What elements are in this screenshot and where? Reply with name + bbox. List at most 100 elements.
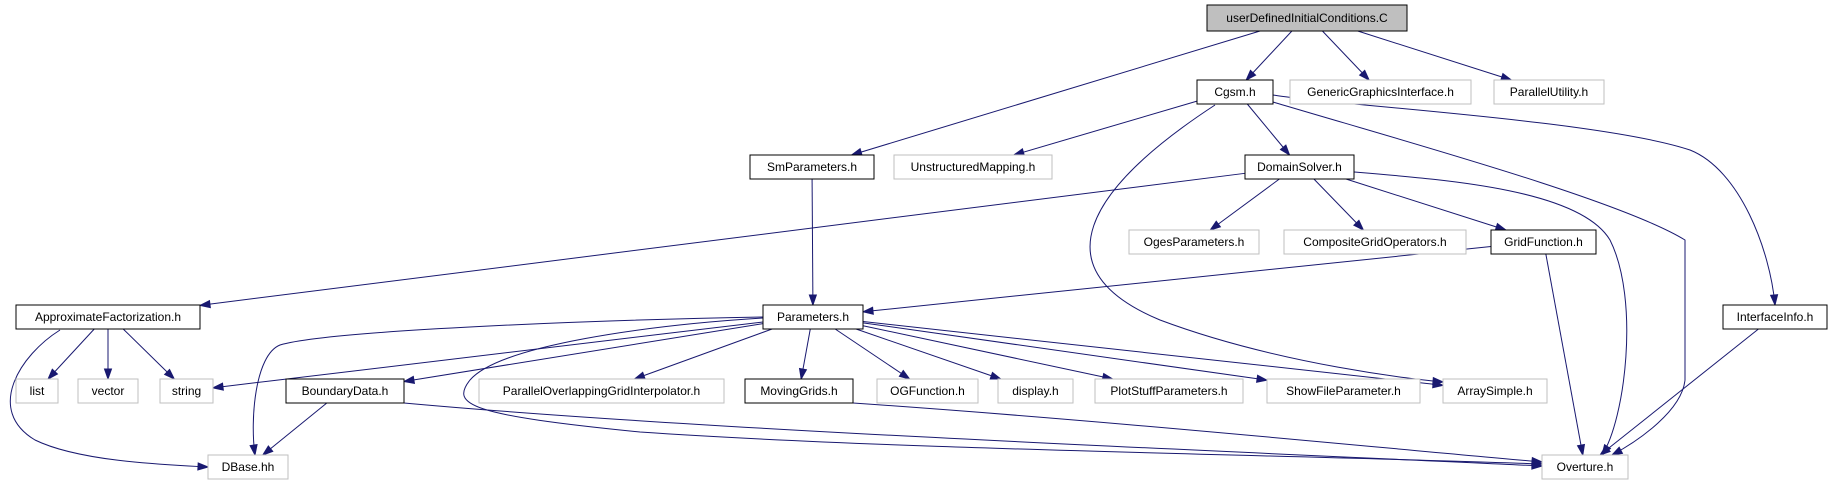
node-cgsm[interactable]: Cgsm.h <box>1196 79 1274 105</box>
edge-arrowhead <box>198 299 211 309</box>
edge-line <box>1209 178 1280 231</box>
edge-arrowhead <box>103 368 113 381</box>
edge-arrowhead <box>47 368 59 381</box>
node-ogfunction: OGFunction.h <box>876 378 979 404</box>
edge-line <box>47 328 95 380</box>
edge-arrowhead <box>211 382 224 391</box>
node-label: Cgsm.h <box>1214 85 1255 99</box>
edge-arrowhead <box>1432 379 1445 389</box>
edge-gridfunction-to-overture <box>1545 253 1586 457</box>
node-label: string <box>172 384 201 398</box>
edge-line <box>403 402 1543 467</box>
edge-line <box>1246 103 1290 156</box>
node-label: Parameters.h <box>777 310 849 324</box>
edge-line <box>862 321 1444 386</box>
node-root[interactable]: userDefinedInitialConditions.C <box>1206 4 1408 32</box>
node-label: BoundaryData.h <box>302 384 389 398</box>
node-box <box>1094 378 1244 404</box>
node-box <box>15 304 201 330</box>
edge-parameters-to-arraysimple <box>862 321 1445 389</box>
edge-line <box>634 328 773 380</box>
edge-line <box>1013 100 1198 156</box>
edge-parameters-to-movinggrids <box>798 328 811 381</box>
node-approximatefactorization[interactable]: ApproximateFactorization.h <box>15 304 201 330</box>
node-label: OGFunction.h <box>890 384 965 398</box>
node-box <box>1196 79 1274 105</box>
edge-approximatefactorization-to-dbase <box>9 329 210 471</box>
edge-line <box>1545 253 1584 456</box>
edge-arrowhead <box>1245 69 1257 82</box>
edge-line <box>851 30 1261 156</box>
node-box <box>15 378 59 404</box>
node-box <box>762 304 864 330</box>
node-box <box>1442 378 1548 404</box>
edge-line <box>862 322 1268 381</box>
node-box <box>893 154 1053 180</box>
edge-parameters-to-display <box>855 328 1003 380</box>
node-label: GenericGraphicsInterface.h <box>1307 85 1454 99</box>
node-label: DBase.hh <box>222 460 275 474</box>
edge-domainsolver-to-approximatefactorization <box>198 172 1246 309</box>
node-arraysimple: ArraySimple.h <box>1442 378 1548 404</box>
edge-cgsm-to-domainsolver <box>1246 103 1291 157</box>
edge-parameters-to-paralleloverlapping <box>633 328 773 380</box>
edge-parameters-to-boundarydata <box>402 323 764 384</box>
node-label: userDefinedInitialConditions.C <box>1226 11 1388 25</box>
edge-line <box>122 328 175 380</box>
edge-smparameters-to-parameters <box>808 178 818 307</box>
node-dbase: DBase.hh <box>207 454 289 480</box>
node-box <box>876 378 979 404</box>
node-boundarydata[interactable]: BoundaryData.h <box>285 378 405 404</box>
node-gridfunction[interactable]: GridFunction.h <box>1490 229 1597 255</box>
nodes-layer: userDefinedInitialConditions.C Cgsm.h Gene… <box>15 4 1828 480</box>
edge-root-to-parallelutility <box>1357 30 1513 81</box>
edge-parameters-to-ogfunction <box>834 328 911 380</box>
node-box <box>207 454 289 480</box>
edge-cgsm-to-interfaceinfo <box>1272 94 1779 307</box>
node-label: InterfaceInfo.h <box>1737 310 1814 324</box>
node-box <box>1244 154 1355 180</box>
edge-arrowhead <box>1279 144 1291 157</box>
node-box <box>744 378 854 404</box>
node-string: string <box>159 378 214 404</box>
edge-arrowhead <box>861 306 874 315</box>
node-box <box>1283 229 1467 255</box>
edge-arrowhead <box>1209 220 1222 231</box>
edge-boundarydata-to-dbase <box>261 402 328 456</box>
node-box <box>1490 229 1597 255</box>
edge-arrowhead <box>1610 446 1624 456</box>
node-overture: Overture.h <box>1541 454 1629 480</box>
edge-line <box>1272 101 1686 456</box>
edge-line <box>199 172 1246 306</box>
node-label: list <box>30 384 45 398</box>
node-label: ArraySimple.h <box>1457 384 1532 398</box>
node-compositegridoperators: CompositeGridOperators.h <box>1283 229 1467 255</box>
edge-parameters-to-showfileparameter <box>862 322 1269 383</box>
node-box <box>1128 229 1260 255</box>
edge-line <box>1272 94 1776 306</box>
edge-line <box>811 178 814 306</box>
node-smparameters[interactable]: SmParameters.h <box>749 154 875 180</box>
edge-line <box>463 317 1543 465</box>
node-box <box>159 378 214 404</box>
node-parameters[interactable]: Parameters.h <box>762 304 864 330</box>
edge-arrowhead <box>1531 456 1544 466</box>
edge-line <box>1345 178 1507 231</box>
edge-arrowhead <box>1500 72 1513 81</box>
edge-line <box>862 246 1492 313</box>
edge-line <box>252 316 764 456</box>
edge-line <box>1089 104 1444 383</box>
edge-movinggrids-to-overture <box>852 402 1544 466</box>
node-box <box>285 378 405 404</box>
edge-arrowhead <box>1494 222 1508 231</box>
edge-arrowhead <box>197 462 210 471</box>
node-movinggrids[interactable]: MovingGrids.h <box>744 378 854 404</box>
node-domainsolver[interactable]: DomainSolver.h <box>1244 154 1355 180</box>
node-label: PlotStuffParameters.h <box>1110 384 1227 398</box>
node-unstructuredmapping: UnstructuredMapping.h <box>893 154 1053 180</box>
node-box <box>1493 79 1605 105</box>
node-label: UnstructuredMapping.h <box>911 160 1036 174</box>
node-label: CompositeGridOperators.h <box>1303 235 1446 249</box>
node-interfaceinfo[interactable]: InterfaceInfo.h <box>1722 304 1828 330</box>
edge-arrowhead <box>1353 219 1365 232</box>
